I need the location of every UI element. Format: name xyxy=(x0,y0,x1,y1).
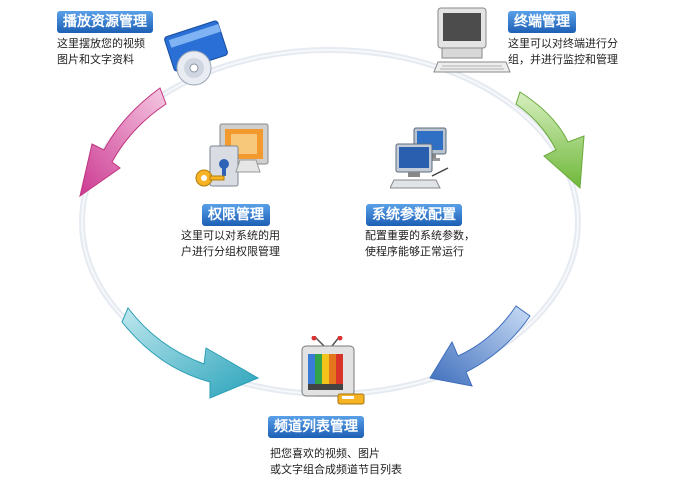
network-computers-icon[interactable] xyxy=(389,124,470,198)
terminal-title[interactable]: 终端管理 xyxy=(508,11,576,33)
permission-desc: 这里可以对系统的用 户进行分组权限管理 xyxy=(181,229,280,258)
terminal-desc: 这里可以对终端进行分 组，并进行监控和管理 xyxy=(508,37,618,66)
key-lock-icon[interactable] xyxy=(190,120,280,200)
playlist-title[interactable]: 频道列表管理 xyxy=(268,416,364,438)
arrow-green xyxy=(515,91,585,190)
system-desc: 配置重要的系统参数， 使程序能够正常运行 xyxy=(365,229,475,258)
computer-icon[interactable] xyxy=(432,6,512,78)
arrow-teal xyxy=(121,307,260,399)
system-title[interactable]: 系统参数配置 xyxy=(366,204,462,226)
book-cd-icon[interactable] xyxy=(160,18,240,92)
playback-desc: 这里摆放您的视频 图片和文字资料 xyxy=(57,37,145,66)
arrow-pink xyxy=(79,87,167,198)
playback-title[interactable]: 播放资源管理 xyxy=(57,11,153,33)
tv-icon[interactable] xyxy=(298,335,368,412)
permission-title[interactable]: 权限管理 xyxy=(202,204,270,226)
playlist-desc: 把您喜欢的视频、图片 或文字组合成频道节目列表 xyxy=(270,447,402,476)
arrow-blue xyxy=(429,305,531,387)
